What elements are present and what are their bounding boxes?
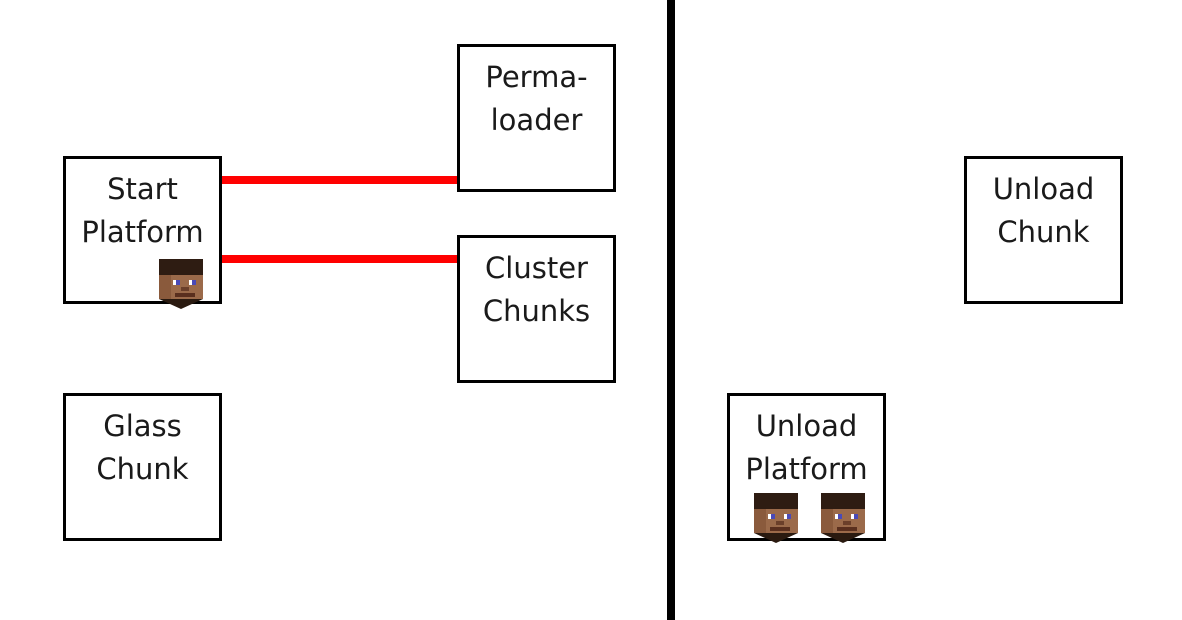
glass-chunk-box: Glass Chunk [63, 393, 222, 541]
box-label-line1: Perma- [485, 60, 588, 94]
cluster-chunks-box: Cluster Chunks [457, 235, 616, 383]
start-platform-box: Start Platform [63, 156, 222, 304]
box-label-line1: Start [107, 172, 178, 206]
permaloader-box: Perma- loader [457, 44, 616, 192]
box-label-line1: Cluster [485, 251, 588, 285]
box-label-line1: Glass [103, 409, 182, 443]
box-label-line2: Chunk [997, 215, 1090, 249]
steve-head-icon [159, 259, 203, 309]
box-label-line2: Chunk [96, 452, 189, 486]
unload-chunk-box: Unload Chunk [964, 156, 1123, 304]
box-label-line2: Chunks [482, 294, 591, 328]
steve-head-icon [821, 493, 865, 543]
box-label-line2: loader [490, 103, 583, 137]
box-label-line1: Unload [755, 409, 858, 443]
box-label-line2: Platform [745, 452, 868, 486]
steve-head-icon [754, 493, 798, 543]
box-label-line2: Platform [81, 215, 204, 249]
connector-start-to-cluster [222, 255, 460, 263]
connector-start-to-permaloader [222, 176, 460, 184]
divider-line [667, 0, 675, 620]
box-label-line1: Unload [992, 172, 1095, 206]
